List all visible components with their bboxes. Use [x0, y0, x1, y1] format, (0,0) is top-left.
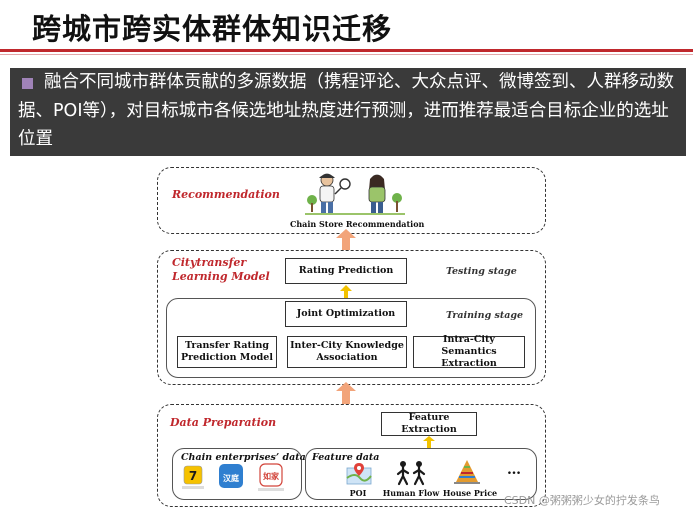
- intra-city-semantics-box: Intra-City Semantics Extraction: [413, 334, 525, 369]
- intra-city-line2: Extraction: [441, 358, 497, 369]
- title-divider: [0, 49, 693, 52]
- title-divider-thin: [0, 54, 693, 55]
- house-price-label: House Price: [442, 488, 498, 498]
- intra-city-line1: Intra-City Semantics: [441, 334, 497, 357]
- up-arrow-icon-2: [336, 382, 356, 406]
- up-arrow-small-icon: [340, 285, 352, 299]
- inter-city-knowledge-box: Inter-City Knowledge Association: [287, 336, 407, 368]
- human-flow-icon: [396, 461, 426, 486]
- feature-data-group: [305, 448, 537, 500]
- hanting-logo-icon: 汉庭: [219, 464, 243, 488]
- transfer-rating-box: Transfer Rating Prediction Model: [177, 336, 277, 368]
- svg-text:7: 7: [189, 469, 197, 483]
- joint-optimization-box: Joint Optimization: [285, 301, 407, 327]
- transfer-rating-line1: Transfer Rating: [184, 340, 270, 351]
- chain-store-caption: Chain Store Recommendation: [290, 219, 425, 229]
- svg-text:汉庭: 汉庭: [223, 473, 240, 483]
- inter-city-line2: Association: [316, 352, 378, 363]
- seven-days-logo-icon: 7: [182, 465, 204, 489]
- testing-stage-label: Testing stage: [446, 266, 517, 277]
- house-price-icon: [454, 460, 480, 484]
- rating-prediction-box: Rating Prediction: [285, 258, 407, 284]
- svg-text:如家: 如家: [263, 471, 280, 481]
- people-illustration-icon: [305, 173, 405, 215]
- data-preparation-label: Data Preparation: [170, 416, 277, 429]
- citytransfer-label-line1: Citytransfer: [172, 256, 247, 269]
- training-stage-label: Training stage: [446, 310, 524, 321]
- bullet-square-icon: [22, 78, 33, 89]
- recommendation-label: Recommendation: [172, 188, 280, 201]
- more-features-ellipsis: …: [507, 462, 521, 478]
- homeinns-logo-icon: 如家: [258, 463, 284, 491]
- watermark-text: CSDN @粥粥粥少女的拧发条鸟: [504, 494, 660, 507]
- recommendation-frame: [157, 167, 546, 234]
- modules-group: [166, 298, 536, 378]
- chain-enterprises-label: Chain enterprises’ data: [181, 452, 306, 463]
- inter-city-line1: Inter-City Knowledge: [290, 340, 404, 351]
- human-flow-label: Human Flow: [382, 488, 440, 498]
- poi-label: POI: [349, 488, 367, 498]
- up-arrow-small-icon-2: [423, 436, 435, 448]
- summary-box: 融合不同城市群体贡献的多源数据（携程评论、大众点评、微博签到、人群移动数据、PO…: [10, 68, 686, 156]
- transfer-rating-line2: Prediction Model: [181, 352, 273, 363]
- citytransfer-label-line2: Learning Model: [172, 270, 270, 283]
- up-arrow-icon: [336, 229, 356, 253]
- feature-data-label: Feature data: [312, 452, 380, 463]
- slide-title: 跨城市跨实体群体知识迁移: [32, 12, 393, 46]
- poi-map-icon: [346, 463, 372, 485]
- summary-text: 融合不同城市群体贡献的多源数据（携程评论、大众点评、微博签到、人群移动数据、PO…: [18, 72, 674, 149]
- feature-extraction-box: Feature Extraction: [381, 412, 477, 436]
